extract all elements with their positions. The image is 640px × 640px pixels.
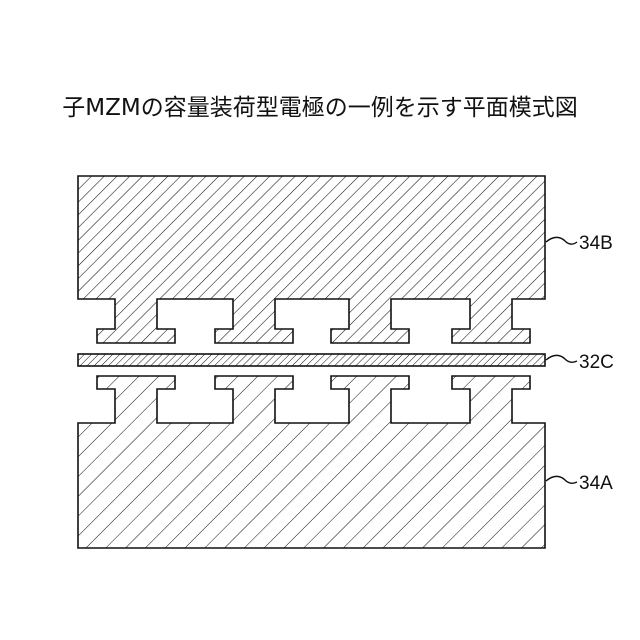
diagram-title: 子MZMの容量装荷型電極の一例を示す平面模式図	[62, 95, 577, 121]
label-34a: 34A	[579, 473, 613, 494]
leader-line-34a	[546, 476, 577, 483]
bottom-electrode-34a	[78, 376, 545, 548]
top-electrode-34b	[78, 176, 545, 343]
label-32c: 32C	[579, 352, 614, 373]
center-strip-32c	[78, 354, 545, 366]
leader-line-32c	[546, 355, 577, 362]
leader-line-34b	[546, 237, 577, 244]
label-34b: 34B	[579, 233, 613, 254]
